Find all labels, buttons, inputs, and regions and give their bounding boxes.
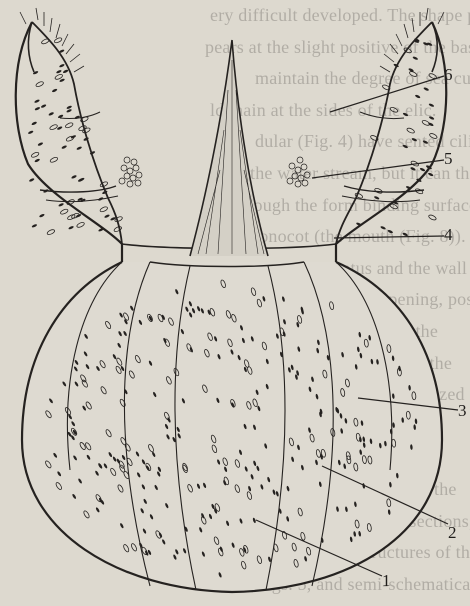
- cell-mark: [60, 208, 69, 215]
- cell-mark: [31, 121, 37, 126]
- cell-mark: [31, 224, 37, 229]
- cell-mark: [39, 213, 45, 218]
- cell-mark: [428, 103, 434, 108]
- label-6: 6: [444, 65, 453, 84]
- label-1: 1: [382, 571, 391, 590]
- cell-mark: [66, 105, 72, 110]
- cell-mark: [410, 167, 416, 172]
- right-arm: [287, 8, 444, 244]
- label-2: 2: [448, 523, 457, 542]
- cell-mark: [46, 229, 55, 236]
- cell-mark: [37, 142, 43, 147]
- cell-mark: [66, 135, 75, 142]
- cell-mark: [35, 81, 44, 88]
- cell-mark: [402, 112, 408, 117]
- cell-mark: [409, 71, 418, 78]
- cell-mark: [74, 115, 80, 120]
- cell-mark: [374, 187, 383, 194]
- cell-mark: [56, 69, 62, 74]
- cell-mark: [428, 214, 437, 221]
- cell-mark: [78, 125, 87, 132]
- cell-mark: [104, 214, 110, 219]
- cell-mark: [41, 104, 47, 109]
- cell-mark: [52, 88, 58, 93]
- cell-mark: [390, 106, 399, 113]
- cell-mark: [387, 229, 393, 234]
- cell-mark: [29, 178, 35, 183]
- cell-mark: [49, 156, 58, 163]
- cell-mark: [429, 133, 438, 140]
- cell-mark: [402, 232, 408, 237]
- cell-mark: [406, 127, 415, 134]
- cell-mark: [380, 226, 386, 231]
- cell-mark: [421, 119, 430, 126]
- central-funnel: [122, 40, 336, 267]
- label-5: 5: [444, 149, 453, 168]
- cell-mark: [49, 124, 58, 131]
- cell-mark: [76, 146, 82, 151]
- cell-mark: [54, 37, 63, 44]
- cell-mark: [34, 99, 40, 104]
- cell-mark: [412, 56, 418, 61]
- left-arm: [20, 8, 142, 244]
- label-3: 3: [458, 401, 467, 420]
- cell-mark: [48, 112, 54, 117]
- cell-mark: [419, 167, 425, 172]
- cell-mark: [34, 158, 40, 163]
- cell-mark: [422, 140, 428, 145]
- cell-mark: [423, 87, 429, 92]
- cell-mark: [113, 226, 122, 233]
- cell-mark: [34, 106, 40, 111]
- cell-mark: [76, 221, 85, 228]
- cell-mark: [66, 109, 72, 114]
- cell-mark: [429, 116, 435, 121]
- cell-mark: [411, 137, 417, 142]
- cell-mark: [31, 151, 40, 158]
- cell-mark: [428, 172, 434, 177]
- cell-mark: [41, 38, 50, 45]
- cell-mark: [58, 203, 64, 208]
- label-4: 4: [444, 225, 453, 244]
- cell-mark: [59, 63, 65, 68]
- cell-mark: [28, 130, 34, 135]
- cell-mark: [402, 144, 408, 149]
- cell-mark: [374, 196, 380, 201]
- cell-mark: [415, 94, 421, 99]
- cell-mark: [415, 188, 424, 195]
- cell-mark: [68, 225, 74, 230]
- cell-mark: [63, 69, 69, 74]
- cell-mark: [65, 122, 74, 129]
- cell-mark: [61, 145, 67, 150]
- cell-mark: [99, 206, 108, 213]
- cell-mark: [71, 175, 77, 180]
